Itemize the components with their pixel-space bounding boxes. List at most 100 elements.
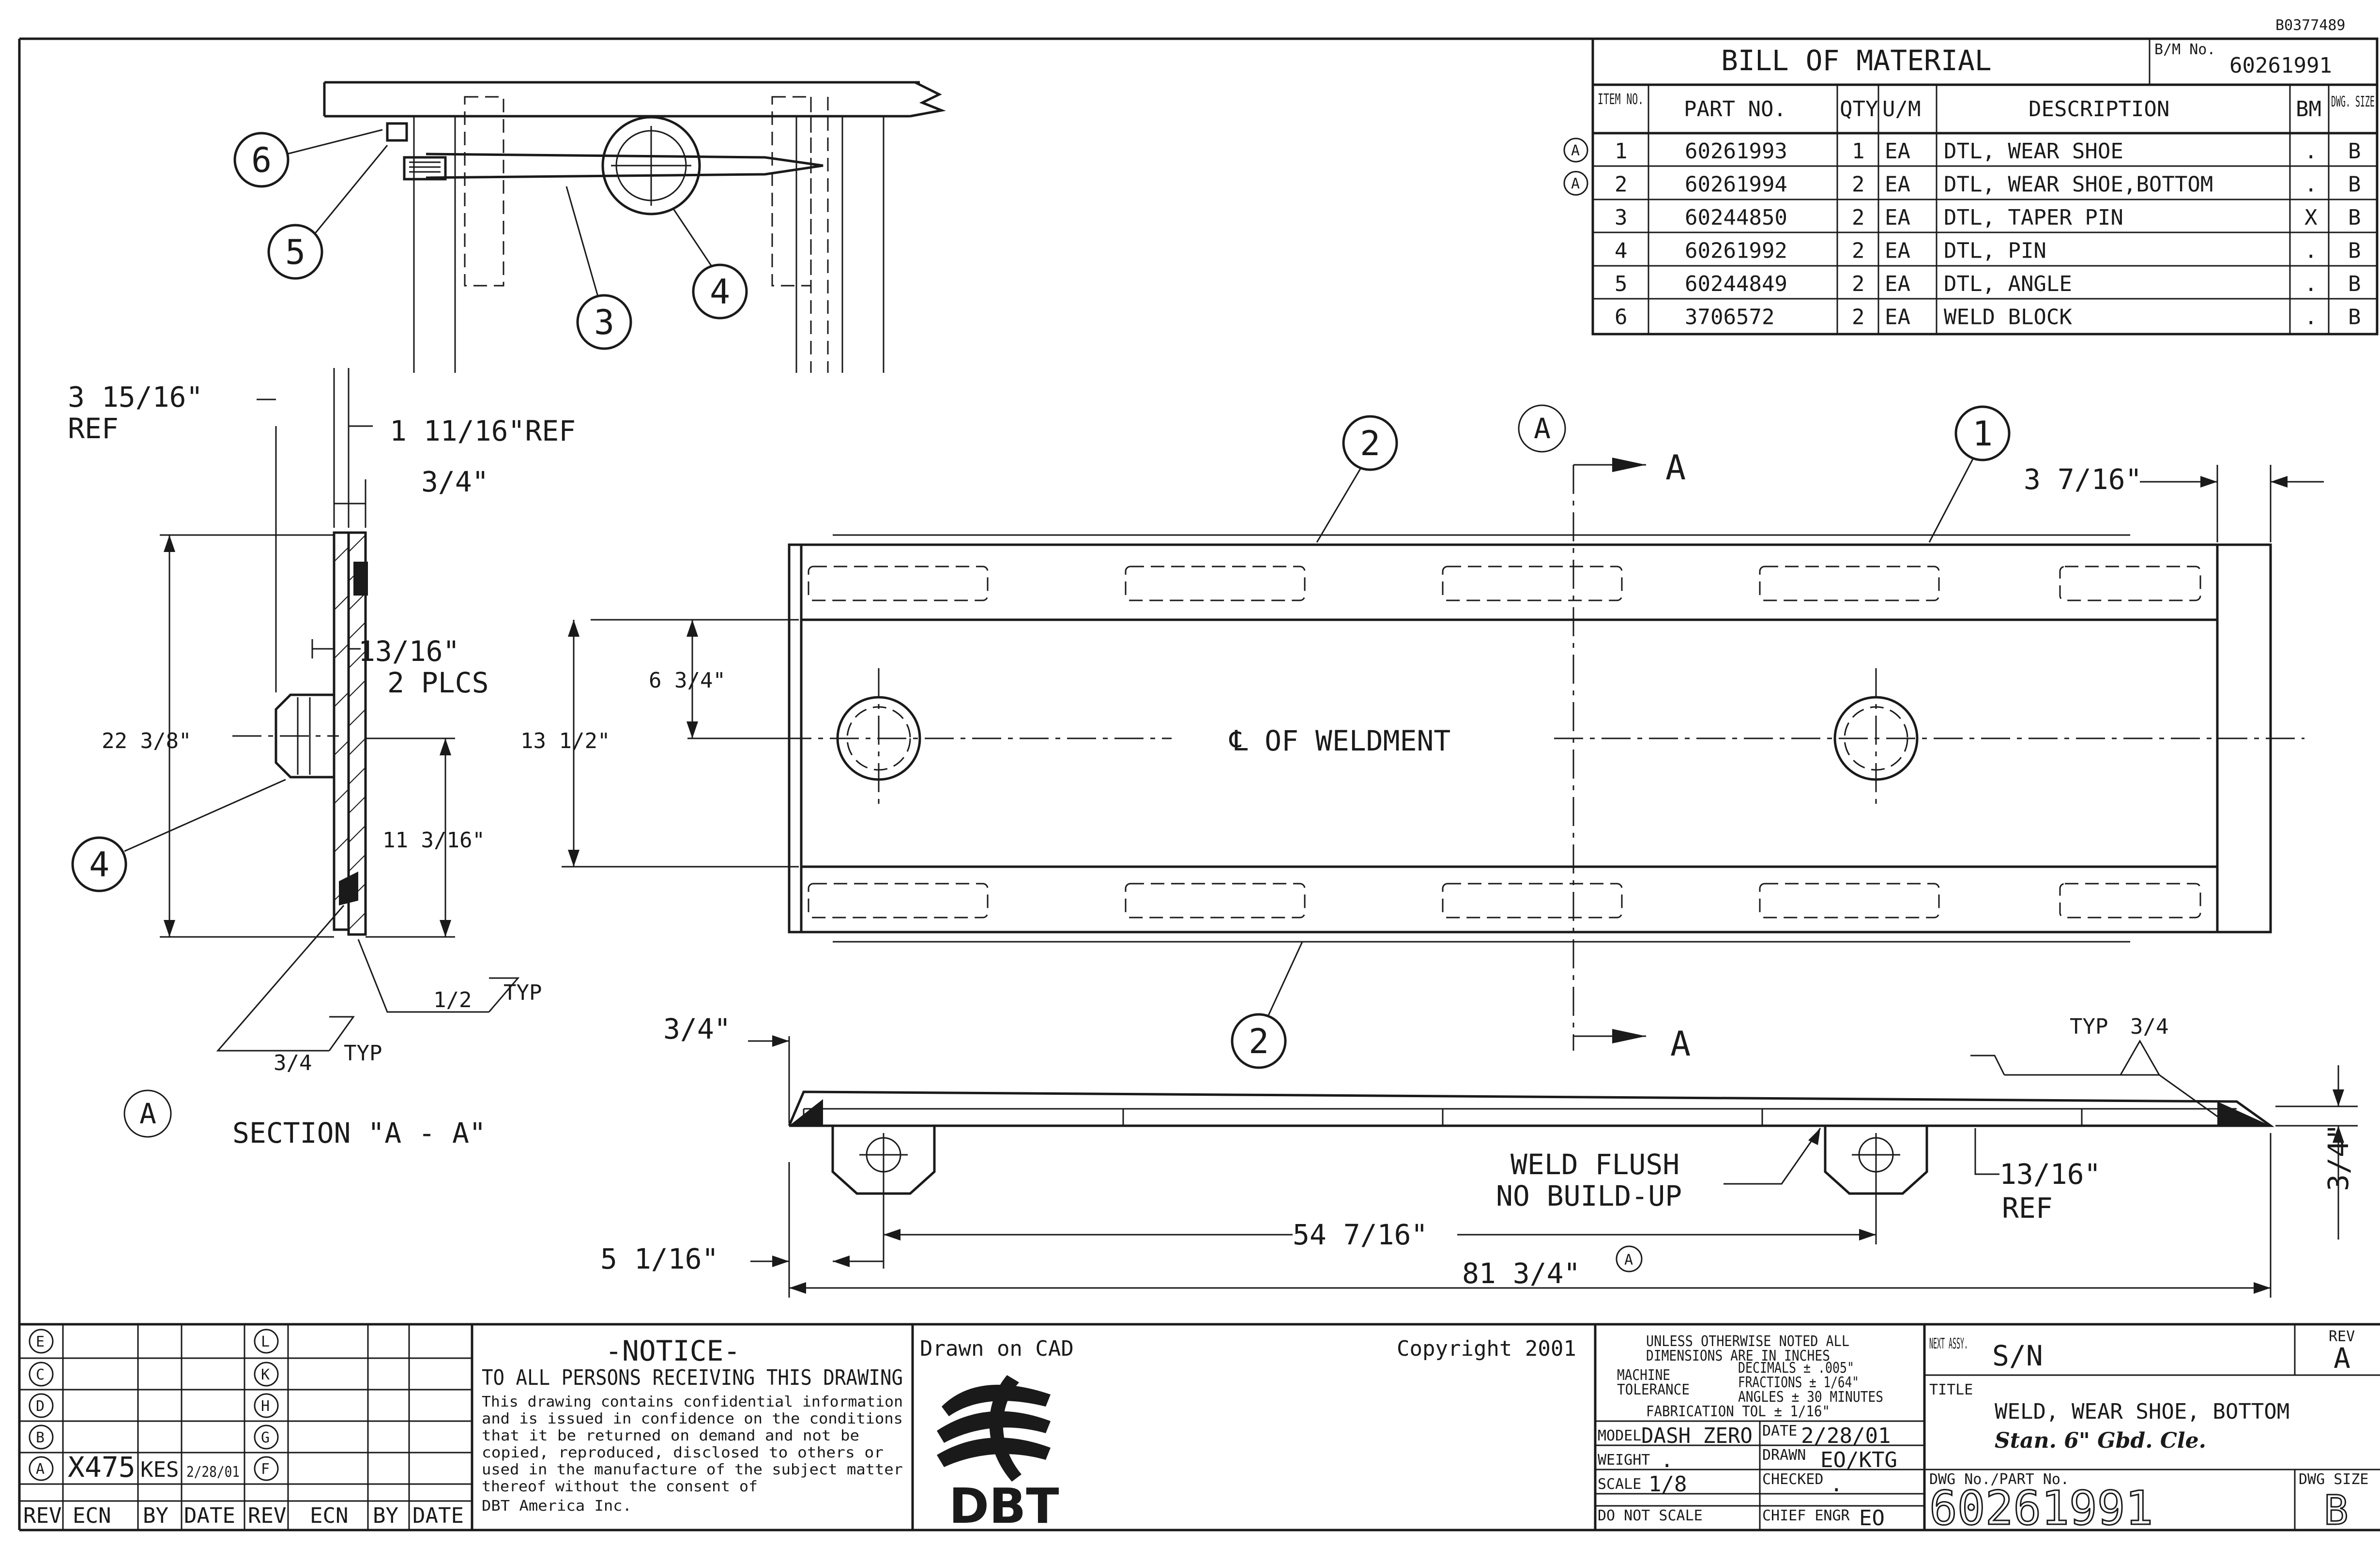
bom-cell-desc: DTL, ANGLE xyxy=(1944,272,2072,296)
dim-3-4-side-right: 3/4" xyxy=(2322,1123,2355,1191)
bom-cell-desc: WELD BLOCK xyxy=(1944,305,2072,330)
cad-block: Drawn on CAD Copyright 2001 DBT xyxy=(920,1336,1576,1534)
section-weld-symbols: 1/2 TYP 3/4 TYP 4 A SECTION "A - A" xyxy=(71,779,542,1149)
rev-letter-circle xyxy=(29,1456,54,1481)
section-a-a-view xyxy=(232,531,368,936)
dim-22-3-8: 22 3/8" xyxy=(102,729,191,753)
dwg-number: 60261991 xyxy=(1929,1481,2153,1535)
tol-line-4: DECIMALS ± .005" xyxy=(1738,1360,1854,1377)
bom-cell-qty: 2 xyxy=(1852,272,1865,296)
notice-line-3: and is issued in confidence on the condi… xyxy=(482,1410,903,1427)
bom-header-size: DWG. SIZE xyxy=(2331,93,2375,110)
dim-13-16-ref-label: REF xyxy=(2002,1192,2053,1225)
bom-cell-bm: X xyxy=(2304,205,2318,230)
rev-letter-left: E xyxy=(36,1333,45,1350)
weld-size-three-quarter-left: 3/4 xyxy=(274,1051,312,1075)
rev-letter-circle xyxy=(254,1456,279,1481)
tol-line-1: UNLESS OTHERWISE NOTED ALL xyxy=(1646,1333,1849,1350)
dbt-logo: DBT xyxy=(937,1375,1059,1534)
bom-header-um: U/M xyxy=(1882,97,1921,122)
rev-value: A xyxy=(2334,1342,2350,1375)
bom-rev-marker-letter: A xyxy=(1571,176,1580,193)
dim-13-16-section: 13/16" xyxy=(358,635,460,668)
bom-cell-item: 6 xyxy=(1615,305,1628,330)
rev-header: REV xyxy=(248,1503,286,1528)
bom-cell-item: 4 xyxy=(1615,239,1628,263)
copyright: Copyright 2001 xyxy=(1397,1336,1576,1361)
section-cut-a-top: A xyxy=(1665,448,1686,488)
bom-header-item: ITEM NO. xyxy=(1598,91,1644,108)
dim-1-11-16-ref: 1 11/16"REF xyxy=(390,414,576,447)
checked-label: CHECKED xyxy=(1762,1471,1823,1488)
plan-view: ℄ OF WELDMENT A A A 2 1 2 13 1/2" 6 3/4"… xyxy=(520,404,2324,1069)
sheet-border xyxy=(18,37,2380,1530)
bom-cell-part: 3706572 xyxy=(1685,305,1774,330)
bom-cell-part: 60261994 xyxy=(1685,172,1787,197)
logo-text: DBT xyxy=(949,1478,1059,1534)
rev-letter-left: C xyxy=(36,1366,45,1383)
bom-cell-part: 60244849 xyxy=(1685,272,1787,296)
bom-cell-part: 60261992 xyxy=(1685,239,1787,263)
bom-cell-bm: . xyxy=(2304,172,2318,197)
bom-cell-bm: . xyxy=(2304,272,2318,296)
tol-line-5: TOLERANCE xyxy=(1617,1381,1690,1398)
bom-number-label: B/M No. xyxy=(2154,41,2215,58)
dim-3-7-16: 3 7/16" xyxy=(2024,463,2142,496)
chief-engineer-value: EO xyxy=(1859,1506,1885,1531)
bom-title: BILL OF MATERIAL xyxy=(1721,44,1992,77)
notice-line-2: This drawing contains confidential infor… xyxy=(482,1394,903,1410)
tol-line-8: FABRICATION TOL ± 1/16" xyxy=(1646,1403,1830,1420)
bom-cell-bm: . xyxy=(2304,239,2318,263)
dim-13-1-2: 13 1/2" xyxy=(520,729,610,753)
bom-cell-um: EA xyxy=(1885,205,1910,230)
bom-cell-qty: 2 xyxy=(1852,205,1865,230)
bom-cell-qty: 2 xyxy=(1852,172,1865,197)
bom-cell-um: EA xyxy=(1885,239,1910,263)
rev-header: ECN xyxy=(310,1503,348,1528)
bom-cell-desc: DTL, PIN xyxy=(1944,239,2046,263)
weld-note-line-1: WELD FLUSH xyxy=(1510,1148,1679,1181)
balloons-top-view: 6 5 3 4 xyxy=(233,129,748,350)
rev-header: BY xyxy=(373,1503,398,1528)
bom-cell-um: EA xyxy=(1885,305,1910,330)
rev-marker-section: A xyxy=(139,1097,156,1130)
bom-rev-marker-letter: A xyxy=(1571,142,1580,159)
rev-header: ECN xyxy=(73,1503,111,1528)
dwg-number-label: DWG No./PART No. xyxy=(1929,1471,2069,1488)
rev-header: BY xyxy=(143,1503,168,1528)
bom-cell-bm: . xyxy=(2304,139,2318,164)
section-cut-a-bottom: A xyxy=(1670,1024,1691,1064)
rev-label: REV xyxy=(2329,1328,2355,1345)
rev-header: DATE xyxy=(184,1503,235,1528)
bom-cell-item: 3 xyxy=(1615,205,1628,230)
title-label: TITLE xyxy=(1929,1381,1973,1398)
rev-letter-circle xyxy=(29,1424,54,1450)
notice-title: -NOTICE- xyxy=(605,1334,740,1367)
rev-letter-circle xyxy=(29,1393,54,1418)
bom-cell-qty: 2 xyxy=(1852,239,1865,263)
rev-letter-circle xyxy=(254,1393,279,1418)
balloon-4-section: 4 xyxy=(89,845,109,885)
dim-13-16-ref: 13/16" xyxy=(1999,1158,2101,1191)
dim-54-7-16: 54 7/16" xyxy=(1293,1218,1428,1251)
rev-marker-plan: A xyxy=(1534,412,1551,445)
bom-cell-size: B xyxy=(2348,305,2361,330)
balloon-2-bottom: 2 xyxy=(1249,1022,1269,1061)
dim-81-3-4: 81 3/4" xyxy=(1462,1257,1580,1290)
bom-cell-size: B xyxy=(2348,239,2361,263)
dim-6-3-4: 6 3/4" xyxy=(649,668,726,693)
next-assy-value: S/N xyxy=(1992,1339,2043,1372)
tol-line-2: DIMENSIONS ARE IN INCHES xyxy=(1646,1348,1830,1364)
weld-typ-section-right: TYP xyxy=(503,980,542,1005)
bom-cell-um: EA xyxy=(1885,139,1910,164)
bom-cell-qty: 1 xyxy=(1852,139,1865,164)
side-elevation-view: WELD FLUSH NO BUILD-UP TYP 3/4 3/4" 3/4"… xyxy=(600,1012,2358,1298)
bom-cell-item: 5 xyxy=(1615,272,1628,296)
dim-3-4-side-left: 3/4" xyxy=(663,1012,731,1045)
dwg-size: B xyxy=(2324,1486,2349,1534)
bom-cell-um: EA xyxy=(1885,172,1910,197)
notice-line-1: TO ALL PERSONS RECEIVING THIS DRAWING xyxy=(482,1365,903,1390)
notice-line-7: thereof without the consent of xyxy=(482,1478,758,1495)
